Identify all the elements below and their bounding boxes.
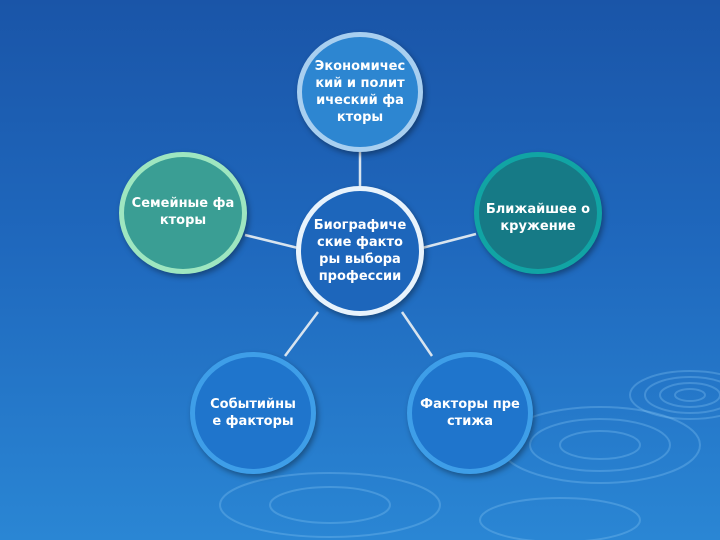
node-economic-political-factors: Экономический и политический факторы — [297, 32, 423, 152]
node-label: Экономический и политический факторы — [314, 59, 406, 125]
connector-bottom-right — [400, 311, 434, 357]
node-label: Событийные факторы — [210, 397, 296, 429]
node-center-biographical-factors: Биографические факторы выбора профессии — [296, 186, 424, 316]
node-label: Биографические факторы выбора профессии — [313, 218, 407, 284]
node-label: Факторы престижа — [420, 397, 520, 429]
node-event-factors: Событийные факторы — [190, 352, 316, 474]
node-close-environment: Ближайшее окружение — [474, 152, 602, 274]
node-prestige-factors: Факторы престижа — [407, 352, 533, 474]
connector-right — [421, 232, 477, 250]
node-family-factors: Семейные факторы — [119, 152, 247, 274]
connector-bottom-left — [284, 311, 319, 357]
node-label: Семейные факторы — [131, 196, 235, 228]
node-label: Ближайшее окружение — [485, 202, 591, 234]
connector-left — [244, 233, 299, 250]
